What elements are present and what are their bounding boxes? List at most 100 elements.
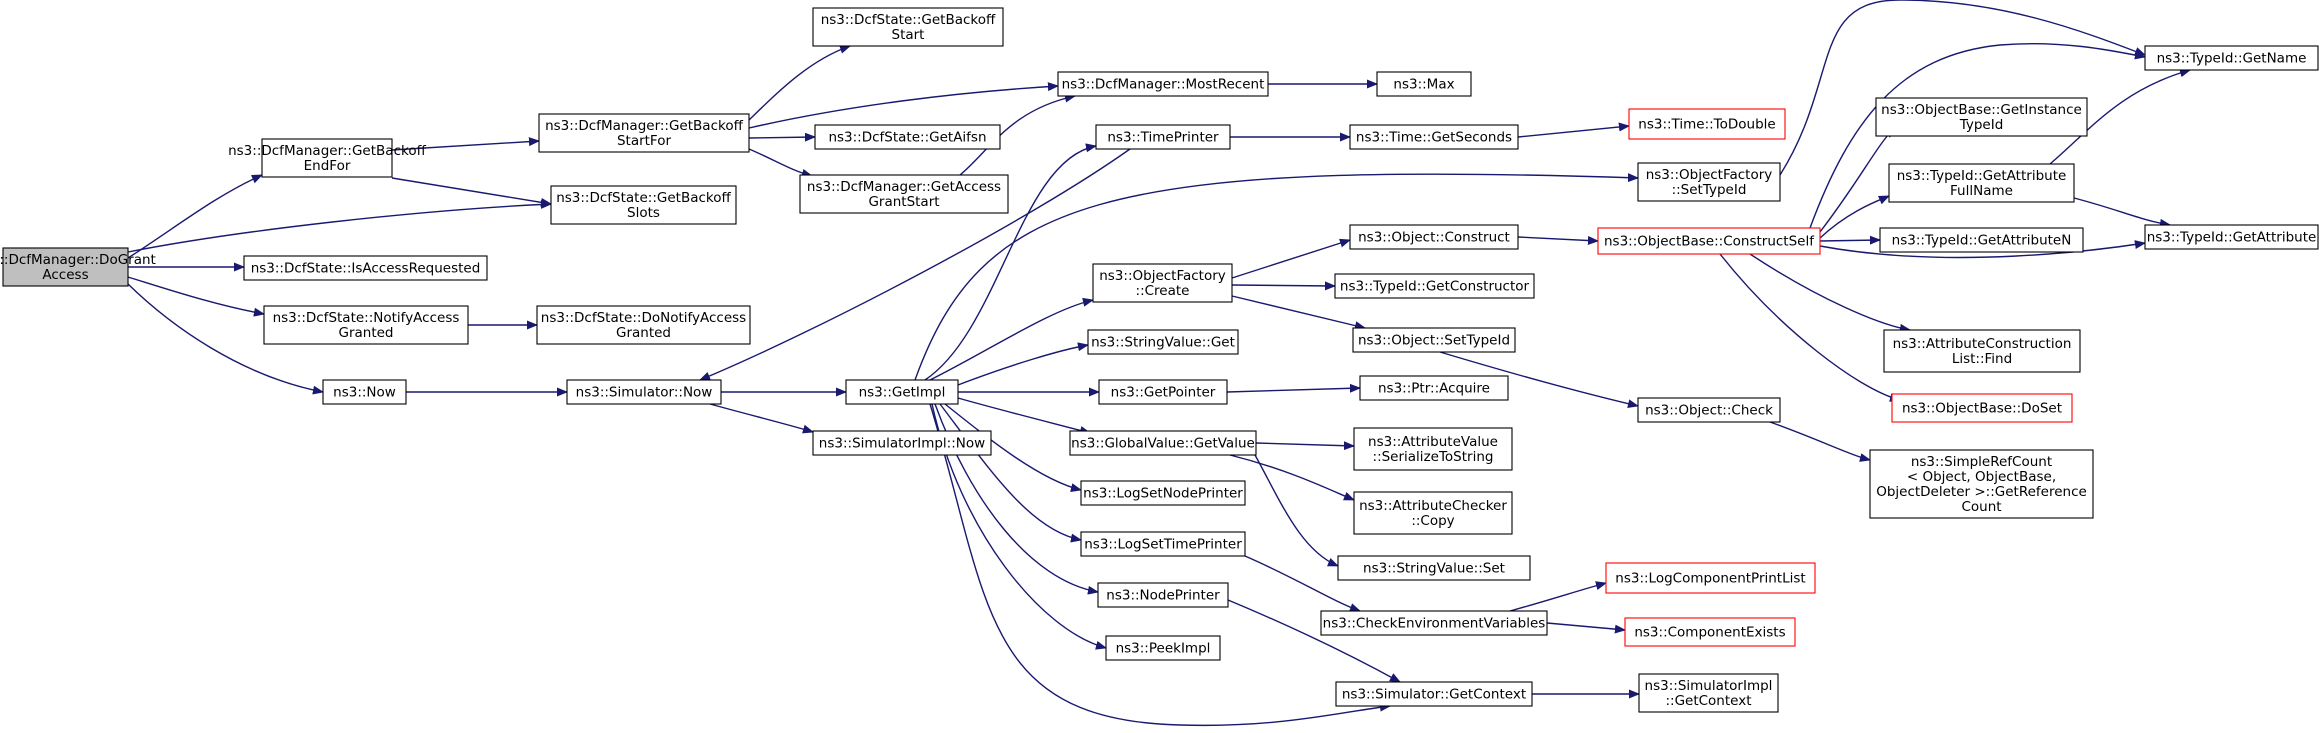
node-stringValueGet[interactable]: ns3::StringValue::Get [1087, 329, 1239, 355]
node-objectSetTypeId[interactable]: ns3::Object::SetTypeId [1352, 327, 1516, 353]
node-box [1353, 427, 1513, 471]
node-peekImpl[interactable]: ns3::PeekImpl [1105, 635, 1221, 661]
node-label: ns3::AttributeChecker [1359, 498, 1507, 514]
node-checkerCopy[interactable]: ns3::AttributeChecker::Copy [1353, 491, 1513, 535]
node-label: ns3::Time::ToDouble [1638, 117, 1775, 133]
node-label: ns3::SimulatorImpl [1645, 678, 1773, 694]
e-startfor-grantstart [748, 148, 814, 178]
node-box [1098, 379, 1228, 405]
node-nodePrinter[interactable]: ns3::NodePrinter [1097, 582, 1229, 608]
node-label: Slots [627, 205, 660, 221]
node-label: ns3::LogComponentPrintList [1615, 571, 1805, 587]
node-getAifsn[interactable]: ns3::DcfState::GetAifsn [814, 124, 1001, 150]
e-endfor-slots [391, 177, 553, 207]
node-label: Granted [338, 325, 393, 341]
node-getImpl[interactable]: ns3::GetImpl [845, 379, 959, 405]
node-label: ns3::Object::Construct [1358, 230, 1510, 246]
node-label: ns3::LogSetNodePrinter [1083, 486, 1243, 502]
node-box [1637, 162, 1781, 202]
node-box [812, 430, 992, 456]
e-getimpl-timeprinter [924, 143, 1098, 381]
node-getAttributeN[interactable]: ns3::TypeId::GetAttributeN [1879, 227, 2084, 253]
node-getReferenceCount[interactable]: ns3::SimpleRefCount< Object, ObjectBase,… [1869, 449, 2094, 519]
e-globalvalue-strset [1254, 454, 1340, 567]
node-box [1105, 635, 1221, 661]
node-label: ::SerializeToString [1373, 449, 1494, 465]
node-box [1320, 610, 1548, 636]
node-box [1334, 273, 1535, 299]
e-startfor-backoffstart [748, 45, 852, 121]
node-serializeToString[interactable]: ns3::AttributeValue::SerializeToString [1353, 427, 1513, 471]
node-globalValueGetValue[interactable]: ns3::GlobalValue::GetValue [1069, 430, 1257, 456]
node-label: ::Copy [1411, 513, 1454, 529]
node-label: ns3::DcfManager::MostRecent [1062, 77, 1265, 93]
node-doSet[interactable]: ns3::ObjectBase::DoSet [1891, 393, 2073, 423]
node-logComponentPrintList[interactable]: ns3::LogComponentPrintList [1605, 562, 1816, 594]
node-box [1069, 430, 1257, 456]
node-box [538, 113, 750, 153]
e-dogrant-now [127, 283, 325, 395]
node-box [1891, 393, 2073, 423]
node-mostRecent[interactable]: ns3::DcfManager::MostRecent [1057, 71, 1269, 97]
node-label: ns3::DcfState::DoNotifyAccess [541, 310, 746, 326]
node-stringValueSet[interactable]: ns3::StringValue::Set [1337, 555, 1531, 581]
node-box [812, 7, 1004, 47]
node-label: ns3::DcfManager::DoGrant [0, 252, 156, 268]
node-objectConstruct[interactable]: ns3::Object::Construct [1349, 224, 1519, 250]
node-objectCheck[interactable]: ns3::Object::Check [1637, 397, 1781, 423]
node-logSetTimePrinter[interactable]: ns3::LogSetTimePrinter [1080, 531, 1246, 557]
node-getPointer[interactable]: ns3::GetPointer [1098, 379, 1228, 405]
node-label: ns3::StringValue::Set [1363, 561, 1505, 577]
node-ptrAcquire[interactable]: ns3::Ptr::Acquire [1359, 375, 1509, 401]
node-box [1875, 97, 2088, 137]
node-now[interactable]: ns3::Now [322, 379, 407, 405]
node-componentExists[interactable]: ns3::ComponentExists [1624, 617, 1796, 647]
node-checkEnv[interactable]: ns3::CheckEnvironmentVariables [1320, 610, 1548, 636]
node-simGetContext[interactable]: ns3::Simulator::GetContext [1335, 681, 1533, 707]
node-label: ns3::DcfState::IsAccessRequested [251, 261, 481, 277]
node-factorySetTypeId[interactable]: ns3::ObjectFactory::SetTypeId [1637, 162, 1781, 202]
node-label: ns3::Max [1393, 77, 1454, 93]
e-check-refcount [1769, 421, 1872, 462]
node-getConstructor[interactable]: ns3::TypeId::GetConstructor [1334, 273, 1535, 299]
node-logSetNodePrinter[interactable]: ns3::LogSetNodePrinter [1080, 480, 1246, 506]
e-cs-getattribute [1819, 240, 2147, 259]
e-cs-attrlistfind [1749, 253, 1912, 333]
node-box [1095, 124, 1231, 150]
node-timePrinter[interactable]: ns3::TimePrinter [1095, 124, 1231, 150]
e-getimpl-logtimeprinter [939, 403, 1083, 543]
e-dogrant-notify [127, 276, 266, 317]
node-simulatorImplNow[interactable]: ns3::SimulatorImpl::Now [812, 430, 992, 456]
node-simulatorNow[interactable]: ns3::Simulator::Now [566, 379, 722, 405]
node-getName[interactable]: ns3::TypeId::GetName [2144, 45, 2319, 71]
node-box [2144, 45, 2319, 71]
e-create-construct [1231, 238, 1352, 279]
node-simImplGetContext[interactable]: ns3::SimulatorImpl::GetContext [1638, 673, 1779, 713]
node-timeGetSeconds[interactable]: ns3::Time::GetSeconds [1349, 124, 1519, 150]
e-simnow-simimplnow [709, 403, 815, 434]
node-timeToDouble[interactable]: ns3::Time::ToDouble [1628, 108, 1786, 140]
e-pointer-acquire [1226, 383, 1362, 393]
node-max[interactable]: ns3::Max [1376, 71, 1472, 97]
node-getAttribute[interactable]: ns3::TypeId::GetAttribute [2144, 224, 2319, 250]
node-constructSelf[interactable]: ns3::ObjectBase::ConstructSelf [1597, 227, 1821, 255]
e-create-settypeid [1231, 295, 1367, 330]
node-box [536, 305, 751, 345]
node-box [1888, 163, 2075, 203]
node-objectFactoryCreate[interactable]: ns3::ObjectFactory::Create [1092, 263, 1233, 303]
node-isAccessRequested[interactable]: ns3::DcfState::IsAccessRequested [243, 255, 488, 281]
node-label: ns3::StringValue::Get [1091, 335, 1235, 351]
node-box [814, 124, 1001, 150]
e-getimpl-globalvalue [957, 397, 1092, 435]
